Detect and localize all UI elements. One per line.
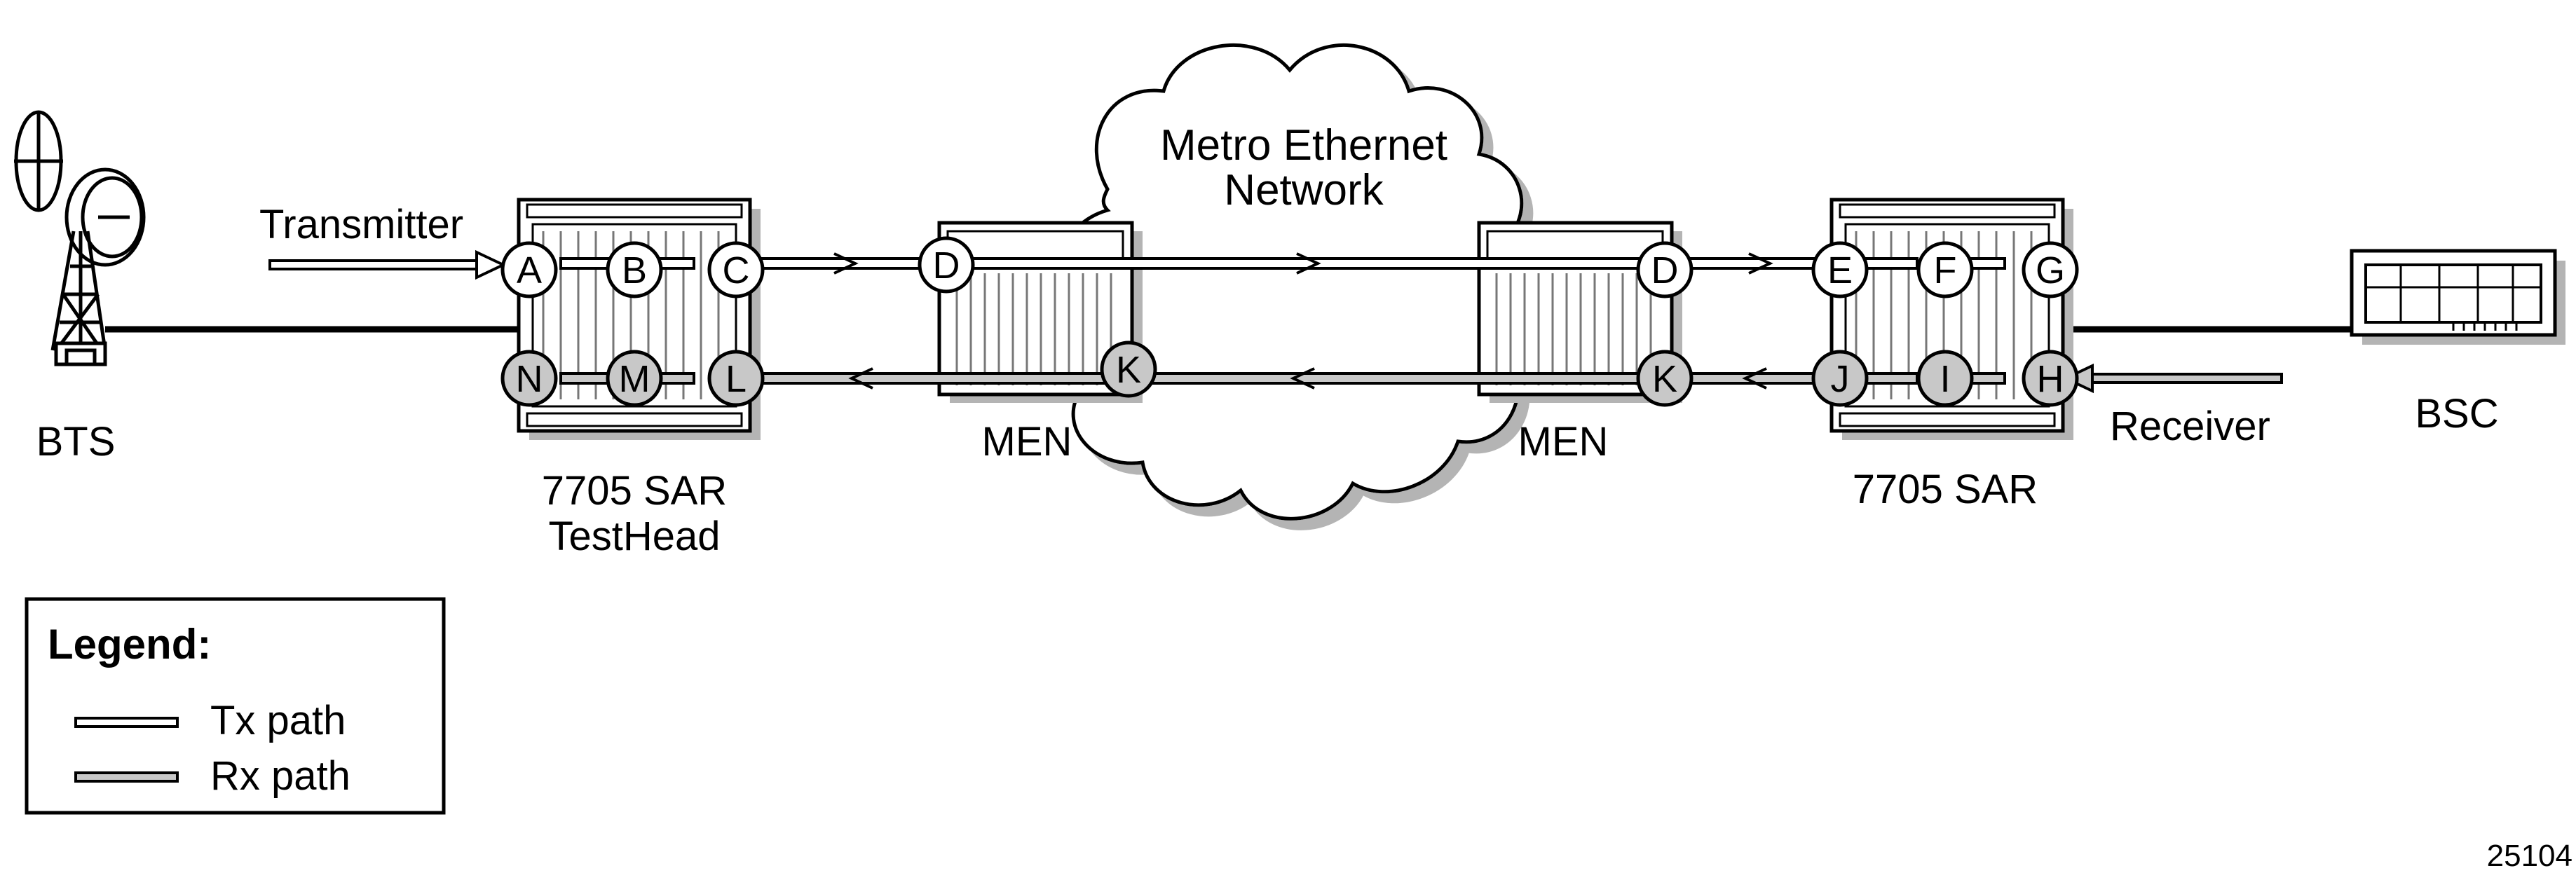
tx-node-g: G (2022, 241, 2079, 298)
men-right-label: MEN (1518, 419, 1609, 465)
bts-label: BTS (36, 419, 116, 465)
rx-node-i: I (1916, 350, 1974, 407)
svg-text:K: K (1652, 358, 1677, 400)
figure-id: 25104 (2487, 839, 2572, 873)
svg-text:C: C (723, 249, 750, 291)
rx-node-k-left: K (1100, 341, 1157, 398)
rx-node-n: N (500, 350, 558, 407)
svg-text:L: L (725, 358, 747, 400)
cloud-label-line2: Network (1224, 166, 1384, 214)
svg-text:I: I (1940, 358, 1950, 400)
svg-text:G: G (2036, 249, 2065, 291)
men-left-label: MEN (982, 419, 1072, 465)
rx-node-h: H (2022, 350, 2079, 407)
sar-testhead-label-line2: TestHead (548, 514, 720, 559)
rx-node-m: M (606, 350, 663, 407)
cloud-label-line1: Metro Ethernet (1160, 121, 1447, 170)
tx-node-f: F (1916, 241, 1974, 298)
tx-node-a: A (500, 241, 558, 298)
svg-text:H: H (2037, 358, 2064, 400)
legend-tx-label: Tx path (210, 698, 346, 743)
svg-text:A: A (517, 249, 542, 291)
legend-rx-swatch (74, 771, 179, 783)
transmitter-arrow (268, 249, 507, 280)
svg-text:B: B (622, 249, 647, 291)
metro-ethernet-cloud: Metro Ethernet Network (1045, 43, 1535, 521)
sar-testhead-label-line1: 7705 SAR (542, 468, 727, 514)
svg-text:N: N (516, 358, 543, 400)
svg-text:J: J (1831, 358, 1850, 400)
svg-text:E: E (1827, 249, 1853, 291)
transmitter-label: Transmitter (259, 202, 463, 247)
tx-node-b: B (606, 241, 663, 298)
svg-text:F: F (1934, 249, 1957, 291)
svg-text:D: D (1651, 249, 1679, 291)
bts-tower-icon (14, 110, 146, 366)
legend-rx-label: Rx path (210, 753, 350, 799)
tx-node-d-left: D (918, 236, 975, 294)
bsc-device-icon (2350, 249, 2565, 345)
legend-title: Legend: (48, 621, 211, 668)
svg-text:D: D (933, 245, 960, 287)
svg-text:M: M (619, 358, 650, 400)
sar-right-label: 7705 SAR (1853, 467, 2038, 512)
legend-tx-swatch (74, 717, 179, 728)
legend: Legend: Tx path Rx path (25, 597, 446, 815)
bsc-label: BSC (2415, 391, 2498, 436)
rx-node-l: L (707, 350, 765, 407)
tx-node-d-right: D (1636, 241, 1694, 298)
receiver-label: Receiver (2110, 404, 2270, 449)
rx-node-k-right: K (1636, 350, 1694, 407)
tx-node-e: E (1811, 241, 1869, 298)
receiver-arrow (2062, 363, 2283, 394)
tx-node-c: C (707, 241, 765, 298)
svg-text:K: K (1116, 349, 1141, 391)
rx-node-j: J (1811, 350, 1869, 407)
